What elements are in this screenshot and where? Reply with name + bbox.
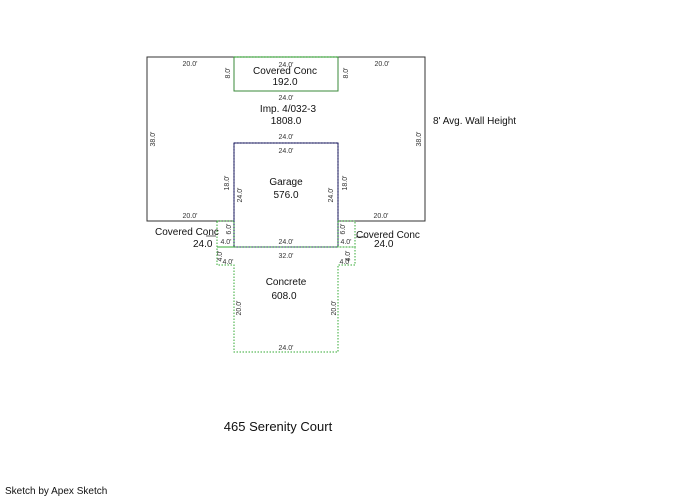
dim-garage-left-inner: 24.0' [237, 188, 244, 203]
dim-garage-left-outer: 18.0' [224, 176, 231, 191]
dim-concrete-bottom: 24.0' [279, 345, 294, 352]
dim-main-bottom-left: 20.0' [183, 213, 198, 220]
concrete-outline [216, 246, 356, 353]
dim-covered-top-right: 8.0' [343, 67, 350, 78]
covered-left-outline [216, 220, 235, 248]
dim-concrete-right: 20.0' [331, 301, 338, 316]
dim-main-top-right: 20.0' [375, 61, 390, 68]
dim-concrete-left: 20.0' [236, 301, 243, 316]
dim-garage-right-inner: 24.0' [328, 188, 335, 203]
garage-area: 576.0 [273, 190, 298, 201]
main-name: Imp. 4/032-3 [260, 104, 317, 115]
dim-main-left: 38.0' [150, 132, 157, 147]
dim-concrete-right-step: 4.0' [345, 250, 352, 261]
wall-height-note: 8' Avg. Wall Height [433, 116, 516, 127]
concrete-name: Concrete [266, 277, 307, 288]
dim-covered-left-side: 6.0' [226, 223, 233, 234]
dim-covered-right-bottom: 4.0' [340, 239, 351, 246]
dim-covered-left-bottom: 4.0' [220, 239, 231, 246]
address-label: 465 Serenity Court [224, 419, 333, 434]
dim-concrete-left-step: 4.0' [217, 250, 224, 261]
dim-concrete-left-step-bottom: 4.0' [222, 259, 233, 266]
dim-concrete-top: 32.0' [279, 253, 294, 260]
dim-garage-bottom: 24.0' [279, 239, 294, 246]
dim-covered-right-side: 6.0' [340, 223, 347, 234]
dim-covered-top-top: 24.0' [279, 62, 294, 69]
covered-top-name: Covered Conc [253, 66, 317, 77]
dim-concrete-right-step-bottom: 4.0' [339, 259, 350, 266]
dim-porch-bottom: 24.0' [279, 95, 294, 102]
covered-left-area: 24.0 [193, 239, 213, 250]
garage-name: Garage [269, 177, 303, 188]
dim-main-bottom-right: 20.0' [374, 213, 389, 220]
dim-garage-top-inner: 24.0' [279, 148, 294, 155]
dim-main-top-left: 20.0' [183, 61, 198, 68]
main-area: 1808.0 [271, 116, 302, 127]
concrete-area: 608.0 [271, 291, 296, 302]
covered-right-name: Covered Conc [356, 230, 420, 241]
covered-right-area: 24.0 [374, 239, 394, 250]
dim-garage-right-outer: 18.0' [342, 176, 349, 191]
dim-garage-top-outer: 24.0' [279, 134, 294, 141]
covered-top-area: 192.0 [272, 77, 297, 88]
dim-main-right: 38.0' [416, 132, 423, 147]
covered-left-name: Covered Conc [155, 227, 219, 238]
footer-credit: Sketch by Apex Sketch [5, 486, 107, 496]
dim-covered-top-left: 8.0' [225, 67, 232, 78]
